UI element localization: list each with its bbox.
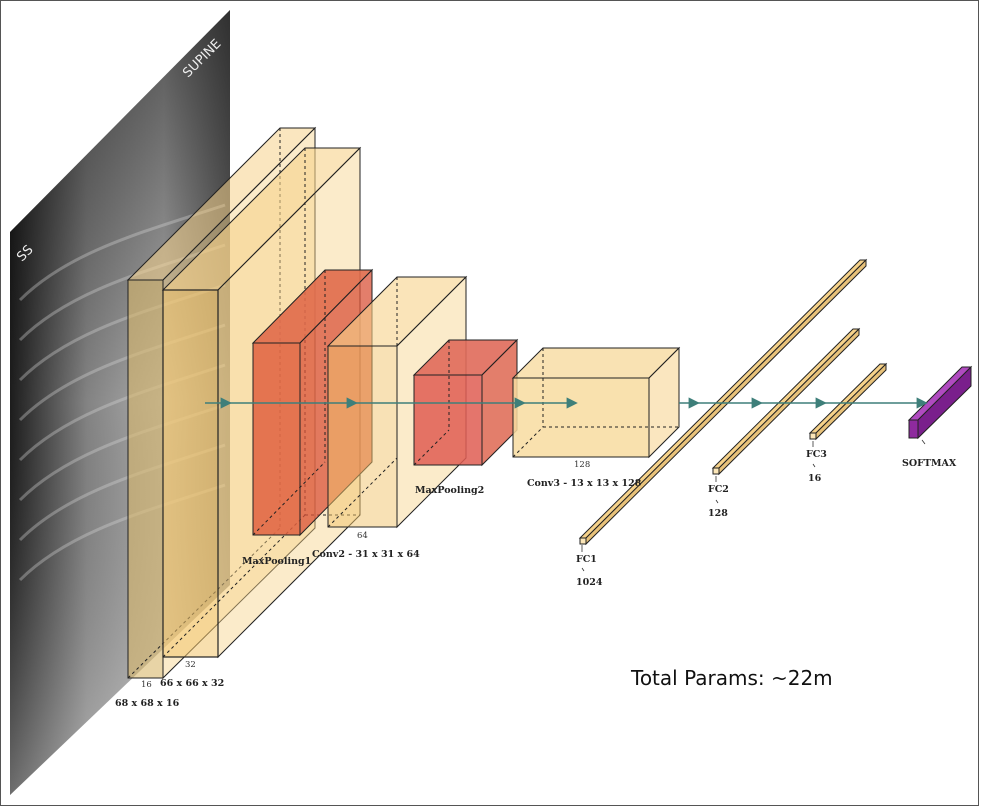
fc1-name-label: FC1 bbox=[576, 554, 597, 565]
fc2-name-label: FC2 bbox=[708, 484, 729, 495]
fc2-bar bbox=[711, 327, 861, 476]
maxpooling1-label: MaxPooling1 bbox=[242, 556, 311, 567]
conv2-depth-label: 64 bbox=[357, 531, 368, 541]
fc3-size-label: 16 bbox=[808, 473, 822, 484]
total-params-label: Total Params: ~22m bbox=[631, 666, 833, 690]
fc-label-ticks bbox=[581, 439, 926, 572]
input-shape-label: 68 x 68 x 16 bbox=[115, 698, 180, 709]
conv1-shape-label: 66 x 66 x 32 bbox=[160, 678, 224, 689]
fc1-size-label: 1024 bbox=[576, 577, 603, 588]
fc3-name-label: FC3 bbox=[806, 449, 827, 460]
maxpooling2-block bbox=[412, 338, 519, 467]
conv2-shape-label: Conv2 - 31 x 31 x 64 bbox=[312, 549, 420, 560]
fc3-bar bbox=[808, 362, 888, 441]
input-depth-label: 16 bbox=[141, 680, 152, 690]
softmax-label: SOFTMAX bbox=[902, 458, 957, 469]
conv3-shape-label: Conv3 - 13 x 13 x 128 bbox=[527, 478, 642, 489]
fc1-bar bbox=[578, 258, 868, 546]
fc2-size-label: 128 bbox=[708, 508, 728, 519]
maxpooling2-label: MaxPooling2 bbox=[415, 485, 484, 496]
conv3-depth-label: 128 bbox=[574, 460, 590, 470]
conv3-block bbox=[511, 346, 681, 459]
conv1-depth-label: 32 bbox=[185, 660, 196, 670]
